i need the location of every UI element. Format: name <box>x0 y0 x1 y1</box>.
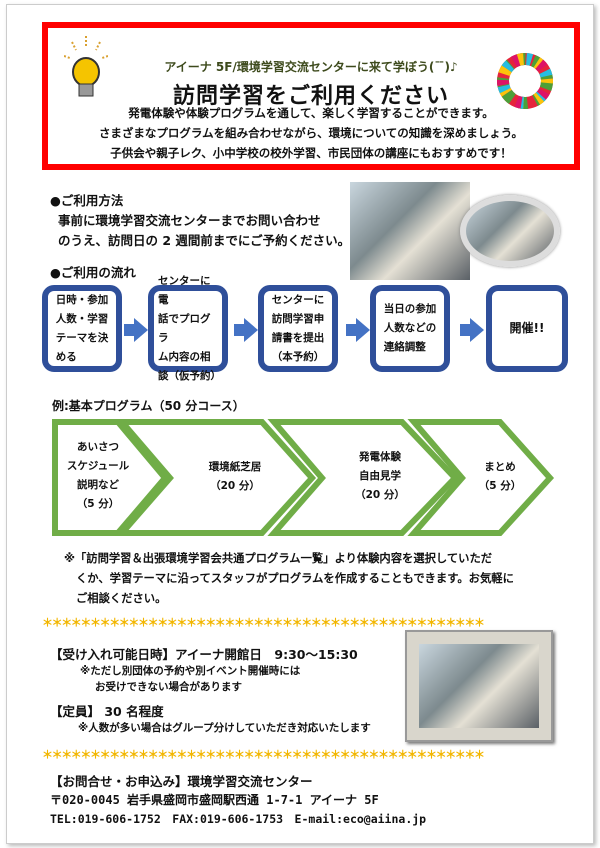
program-step: 発電体験 自由見学 （20 分） <box>355 451 405 501</box>
classroom-photo <box>419 644 539 728</box>
arrow-right-icon <box>124 318 148 342</box>
chevron-shape <box>267 419 460 536</box>
chevron-shape <box>407 419 555 536</box>
flow-heading: ●ご利用の流れ <box>50 265 136 280</box>
flow-step: センターに電 話でプログラ ム内容の相 談（仮予約） <box>148 275 228 382</box>
accept-hours: 【受け入れ可能日時】アイーナ開館日 9:30～15:30 <box>50 647 358 662</box>
flow-step: 当日の参加 人数などの 連絡調整 <box>370 285 450 372</box>
star-divider: ＊＊＊＊＊＊＊＊＊＊＊＊＊＊＊＊＊＊＊＊＊＊＊＊＊＊＊＊＊＊＊＊＊＊＊＊＊＊＊＊… <box>42 616 485 629</box>
arrow-right-icon <box>460 318 484 342</box>
header-box: アイーナ 5F/環境学習交流センターに来て学ぼう(¯ ̄)♪ 訪問学習をご利用く… <box>42 22 580 170</box>
program-step: あいさつ スケジュール 説明など （5 分） <box>66 441 130 510</box>
lightbulb-icon <box>64 36 108 97</box>
flow-step: 日時・参加 人数・学習 テーマを決 める <box>42 285 122 372</box>
chevron-shape <box>115 419 317 536</box>
usage-heading: ●ご利用方法 <box>50 193 124 208</box>
sdgs-wheel-icon <box>497 53 553 109</box>
accept-note: お受けできない場合があります <box>95 681 242 693</box>
contact-label: 【お問合せ・お申込み】環境学習交流センター <box>50 774 313 789</box>
capacity-note: ※人数が多い場合はグループ分けしていただき対応いたします <box>78 722 371 734</box>
header-subtitle: アイーナ 5F/環境学習交流センターに来て学ぼう(¯ ̄)♪ <box>164 60 458 74</box>
accept-note: ※ただし別団体の予約や別イベント開催時には <box>80 665 301 677</box>
intro-line: 子供会や親子レク、小中学校の校外学習、市民団体の講座にもおすすめです！ <box>110 146 512 160</box>
page-title: 訪問学習をご利用ください <box>172 84 449 109</box>
program-heading: 例:基本プログラム（50 分コース） <box>52 399 245 413</box>
program-note: くか、学習テーマに沿ってスタッフがプログラムを作成することもできます。お気軽に <box>76 572 514 585</box>
usage-line: 事前に環境学習交流センターまでお問い合わせ <box>58 213 321 228</box>
page-border <box>6 4 594 844</box>
program-note: ※「訪問学習＆出張環境学習会共通プログラム一覧」より体験内容を選択していただ <box>64 552 493 565</box>
contact-address: 〒020-0045 岩手県盛岡市盛岡駅西通 1-7-1 アイーナ 5F <box>50 793 379 807</box>
intro-line: さまざまなプログラムを組み合わせながら、環境についての知識を深めましょう。 <box>98 126 524 140</box>
program-step: まとめ （5 分） <box>478 461 522 492</box>
visit-photo <box>350 182 470 280</box>
arrow-right-icon <box>234 318 258 342</box>
chevron-shape <box>52 419 169 536</box>
program-step: 環境紙芝居 （20 分） <box>208 461 262 492</box>
program-note: ご相談ください。 <box>76 592 167 605</box>
contact-phones: TEL:019-606-1752 FAX:019-606-1753 E-mail… <box>50 812 427 826</box>
flow-step: 開催!! <box>486 285 568 372</box>
photo-frame <box>405 630 553 742</box>
oval-photo <box>460 195 560 267</box>
capacity: 【定員】 30 名程度 <box>50 704 164 719</box>
arrow-right-icon <box>346 318 370 342</box>
intro-line: 発電体験や体験プログラムを通して、楽しく学習することができます。 <box>128 106 494 120</box>
star-divider: ＊＊＊＊＊＊＊＊＊＊＊＊＊＊＊＊＊＊＊＊＊＊＊＊＊＊＊＊＊＊＊＊＊＊＊＊＊＊＊＊… <box>42 748 485 761</box>
flow-step: センターに 訪問学習申 請書を提出 （本予約） <box>258 285 338 372</box>
usage-line: のうえ、訪問日の 2 週間前までにご予約ください。 <box>58 233 351 248</box>
